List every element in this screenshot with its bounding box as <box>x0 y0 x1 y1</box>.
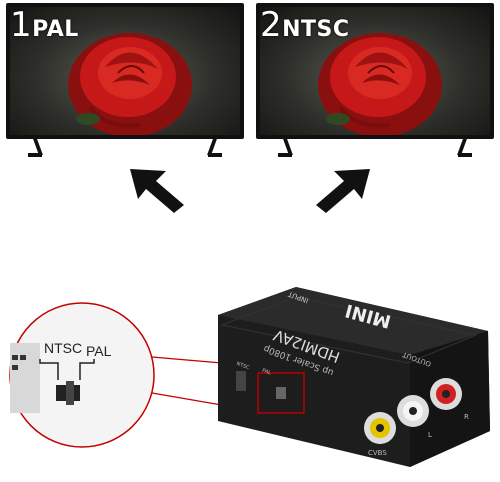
adapter-section: NTSC PAL MINI HDMI2AV up Scaler 1080p IN… <box>0 235 500 477</box>
cvbs-label: CVBS <box>368 449 387 457</box>
tv-mode: PAL <box>32 17 79 42</box>
zoom-ntsc-label: NTSC <box>44 340 83 356</box>
tv-pal-label: 1PAL <box>10 5 79 45</box>
rose-image <box>68 33 192 135</box>
tv-mode: NTSC <box>282 17 350 42</box>
tv-ntsc-label: 2NTSC <box>260 5 350 45</box>
r-label: R <box>464 413 469 421</box>
zoom-pal-label: PAL <box>86 343 112 359</box>
arrow-up-right-icon <box>316 169 370 213</box>
tv-pal: 1PAL <box>6 3 244 163</box>
tv-ntsc: 2NTSC <box>256 3 494 163</box>
l-label: L <box>428 431 432 439</box>
adapter-illustration <box>9 287 490 467</box>
tv-screen <box>260 7 490 135</box>
tv-number: 2 <box>260 5 283 45</box>
rose-image <box>318 33 442 135</box>
tv-number: 1 <box>10 5 33 45</box>
tv-screen <box>10 7 240 135</box>
arrow-up-left-icon <box>130 169 184 213</box>
